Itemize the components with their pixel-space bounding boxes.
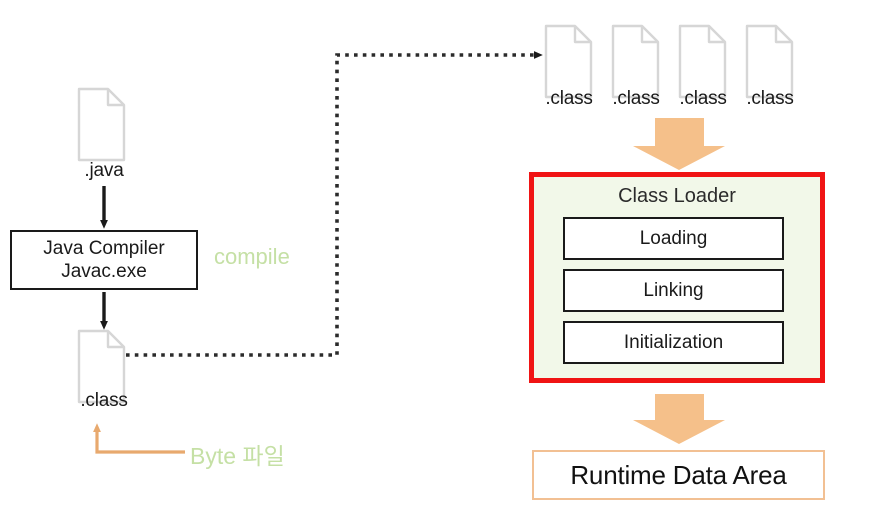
class-loader-box: Class Loader Loading Linking Initializat… (529, 172, 825, 383)
caption-java-file: .java (84, 160, 124, 181)
compiler-line-2: Javac.exe (61, 261, 147, 282)
caption-class-file-left: .class (80, 390, 128, 411)
compile-label: compile (214, 244, 290, 269)
orange-block-arrow-icon-to-loader (633, 118, 725, 170)
caption-class-file-4: .class (746, 88, 794, 109)
dotted-arrow-icon-class-to-classfiles (126, 51, 543, 357)
caption-class-file-3: .class (679, 88, 727, 109)
caption-class-file-2: .class (612, 88, 660, 109)
java-compiler-box: Java Compiler Javac.exe (10, 230, 198, 290)
class-loader-title: Class Loader (618, 185, 736, 207)
byte-file-label: Byte 파일 (190, 443, 285, 469)
class-loader-step-linking: Linking (563, 269, 784, 312)
file-icon-class-3 (678, 24, 727, 99)
file-icon-class-2 (611, 24, 660, 99)
caption-class-file-1: .class (545, 88, 593, 109)
class-loader-step-initialization: Initialization (563, 321, 784, 364)
runtime-data-area-box: Runtime Data Area (532, 450, 825, 500)
orange-block-arrow-icon-to-runtime (633, 394, 725, 444)
file-icon-class-1 (544, 24, 593, 99)
file-icon-class-4 (745, 24, 794, 99)
file-icon-java (77, 87, 126, 162)
elbow-arrow-icon-byte-callout (93, 423, 185, 454)
compiler-line-1: Java Compiler (43, 237, 165, 259)
class-loader-step-loading: Loading (563, 217, 784, 260)
